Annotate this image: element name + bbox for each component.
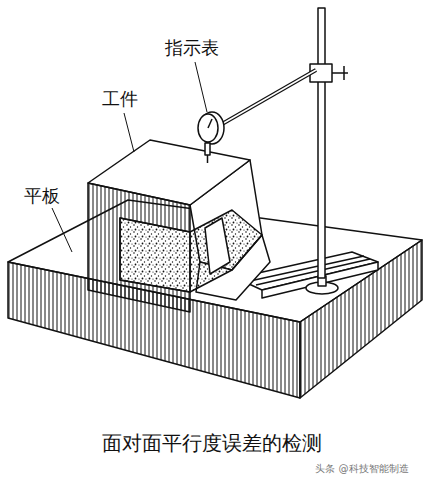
part-label: 指示表	[165, 38, 219, 58]
caption: 面对面平行度误差的检测	[102, 432, 322, 454]
leader-line	[195, 62, 207, 112]
workpiece-cavity	[120, 218, 190, 292]
leader-line	[52, 208, 72, 252]
stand-rod	[318, 8, 325, 278]
leader-line	[124, 113, 134, 152]
watermark: 头条 @科技智能制造	[315, 463, 408, 474]
workpiece-front	[88, 183, 190, 312]
part-label: 工件	[102, 89, 138, 109]
part-label: 平板	[24, 186, 60, 206]
